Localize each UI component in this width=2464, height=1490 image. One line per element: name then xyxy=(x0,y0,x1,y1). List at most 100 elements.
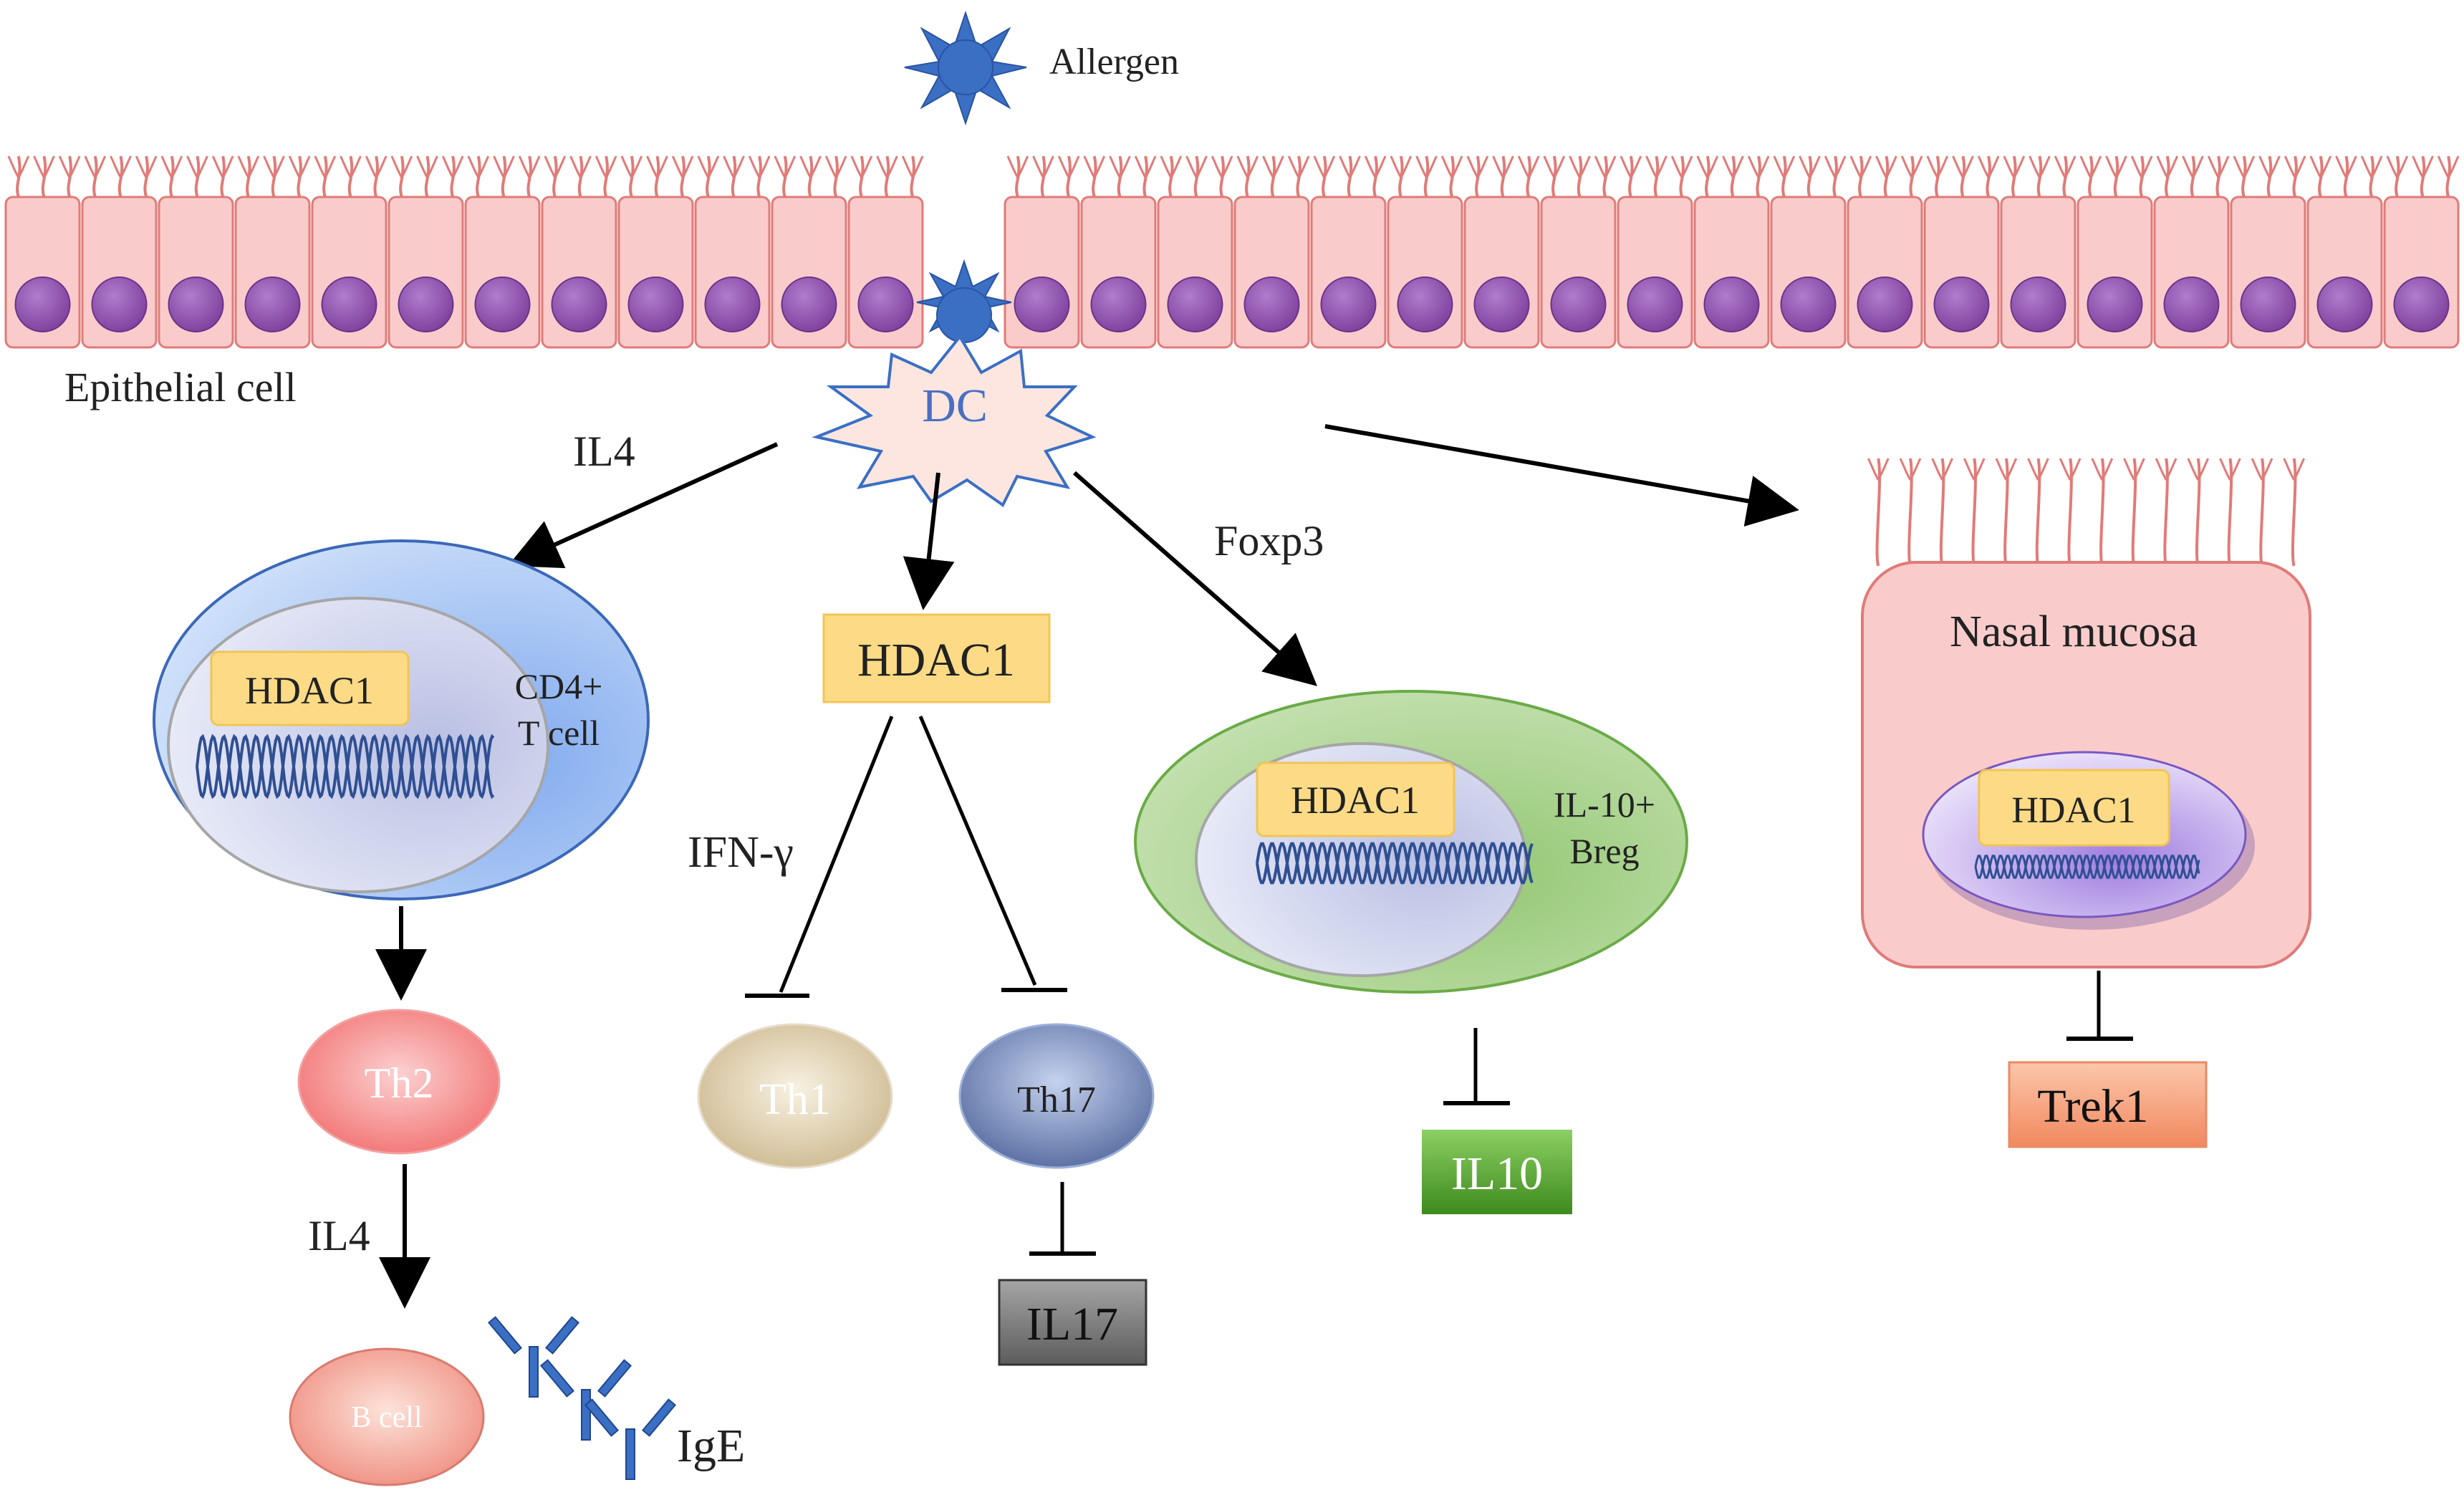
cilium xyxy=(595,155,607,178)
cilium xyxy=(1941,458,1953,481)
cilium xyxy=(2089,155,2102,178)
cilium xyxy=(552,155,558,198)
cilium xyxy=(1939,458,1945,567)
cilium xyxy=(416,155,428,178)
cilium xyxy=(834,155,847,178)
cilium xyxy=(1006,155,1019,178)
cilium xyxy=(579,155,592,178)
cilium xyxy=(756,155,762,198)
cilium xyxy=(2217,155,2230,178)
cilium xyxy=(2447,155,2460,178)
th17-cell xyxy=(958,1023,1155,1169)
cilium xyxy=(544,155,557,178)
th2-label: Th2 xyxy=(365,1059,434,1107)
cell-nucleus xyxy=(1090,277,1147,332)
cilium xyxy=(2207,155,2220,178)
cilium xyxy=(2029,155,2041,178)
cilium xyxy=(1910,155,1923,178)
cilium xyxy=(629,155,635,198)
cilium xyxy=(476,155,481,198)
cilium xyxy=(824,155,837,178)
cilium xyxy=(784,155,797,178)
cilium xyxy=(298,155,311,178)
cilium xyxy=(1885,155,1897,178)
cilium xyxy=(2261,458,2273,481)
cilium xyxy=(1449,155,1455,198)
cell-nucleus xyxy=(857,277,914,332)
cilium xyxy=(1502,155,1514,178)
cilium xyxy=(1680,155,1693,178)
cilium xyxy=(2445,155,2451,198)
cilium xyxy=(2069,458,2082,481)
ifn-gamma-label: IFN-γ xyxy=(688,828,794,877)
cilium xyxy=(1875,458,1882,567)
cilium xyxy=(1809,155,1821,178)
cilium xyxy=(288,155,301,178)
cilium xyxy=(1119,155,1131,178)
cilium xyxy=(273,155,285,178)
cilium xyxy=(1799,155,1811,178)
cilium xyxy=(2003,155,2016,178)
cilium xyxy=(1032,155,1044,178)
cilium xyxy=(1109,155,1121,178)
cilium xyxy=(2163,458,2169,567)
cilium xyxy=(1569,155,1581,178)
cilium xyxy=(774,155,786,178)
cilium xyxy=(2091,458,2104,481)
cilium xyxy=(117,155,124,198)
cilium xyxy=(681,155,694,178)
cell-nucleus xyxy=(474,277,531,332)
cilium xyxy=(2293,458,2306,481)
cilium xyxy=(2099,458,2105,567)
cilium xyxy=(1016,155,1029,178)
th2-cell xyxy=(297,1009,501,1155)
cilium xyxy=(577,155,584,198)
cilium xyxy=(1168,155,1174,198)
cilium xyxy=(731,155,737,198)
cilium xyxy=(2283,458,2296,481)
cilium xyxy=(324,155,337,178)
arrow-dc-to-hdac1 xyxy=(903,472,955,610)
cilium xyxy=(1374,155,1387,178)
cilium xyxy=(145,155,158,178)
cilium xyxy=(220,155,226,198)
cilium xyxy=(1144,155,1157,178)
cell-nucleus xyxy=(1243,277,1300,332)
cilium xyxy=(2292,155,2298,198)
cilium xyxy=(1907,458,1913,567)
cilium xyxy=(1390,155,1402,178)
cilium xyxy=(656,155,668,178)
cilium xyxy=(375,155,388,178)
hdac1-breg-box xyxy=(1256,761,1455,837)
cilium xyxy=(1492,155,1504,178)
cilium xyxy=(322,155,328,198)
cilium xyxy=(860,155,873,178)
cilium xyxy=(350,155,362,178)
cilium xyxy=(2131,458,2137,567)
cilium xyxy=(1040,155,1046,198)
cilium xyxy=(1347,155,1353,198)
cilium xyxy=(2343,155,2349,198)
cilium xyxy=(1339,155,1351,178)
nasal-mucosa-label: Nasal mucosa xyxy=(1950,607,2198,656)
cilium xyxy=(33,155,45,178)
cell-nucleus xyxy=(1167,277,1223,332)
cilium xyxy=(1553,155,1566,178)
dc-label: DC xyxy=(922,380,988,432)
cilium xyxy=(1832,155,1838,198)
cilium xyxy=(1875,155,1887,178)
cell-nucleus xyxy=(321,277,377,332)
cell-nucleus xyxy=(1703,277,1760,332)
cilium xyxy=(1245,155,1251,198)
cilium xyxy=(2156,155,2169,178)
cilium xyxy=(2165,458,2177,481)
cilium xyxy=(67,155,72,198)
cilium xyxy=(680,155,685,198)
cilium xyxy=(2140,155,2153,178)
cilium xyxy=(1577,155,1583,198)
cilium xyxy=(400,155,413,178)
cilium xyxy=(2283,155,2296,178)
il10-breg-cell xyxy=(1134,690,1688,994)
cilium xyxy=(1732,155,1744,178)
cilium xyxy=(733,155,745,178)
